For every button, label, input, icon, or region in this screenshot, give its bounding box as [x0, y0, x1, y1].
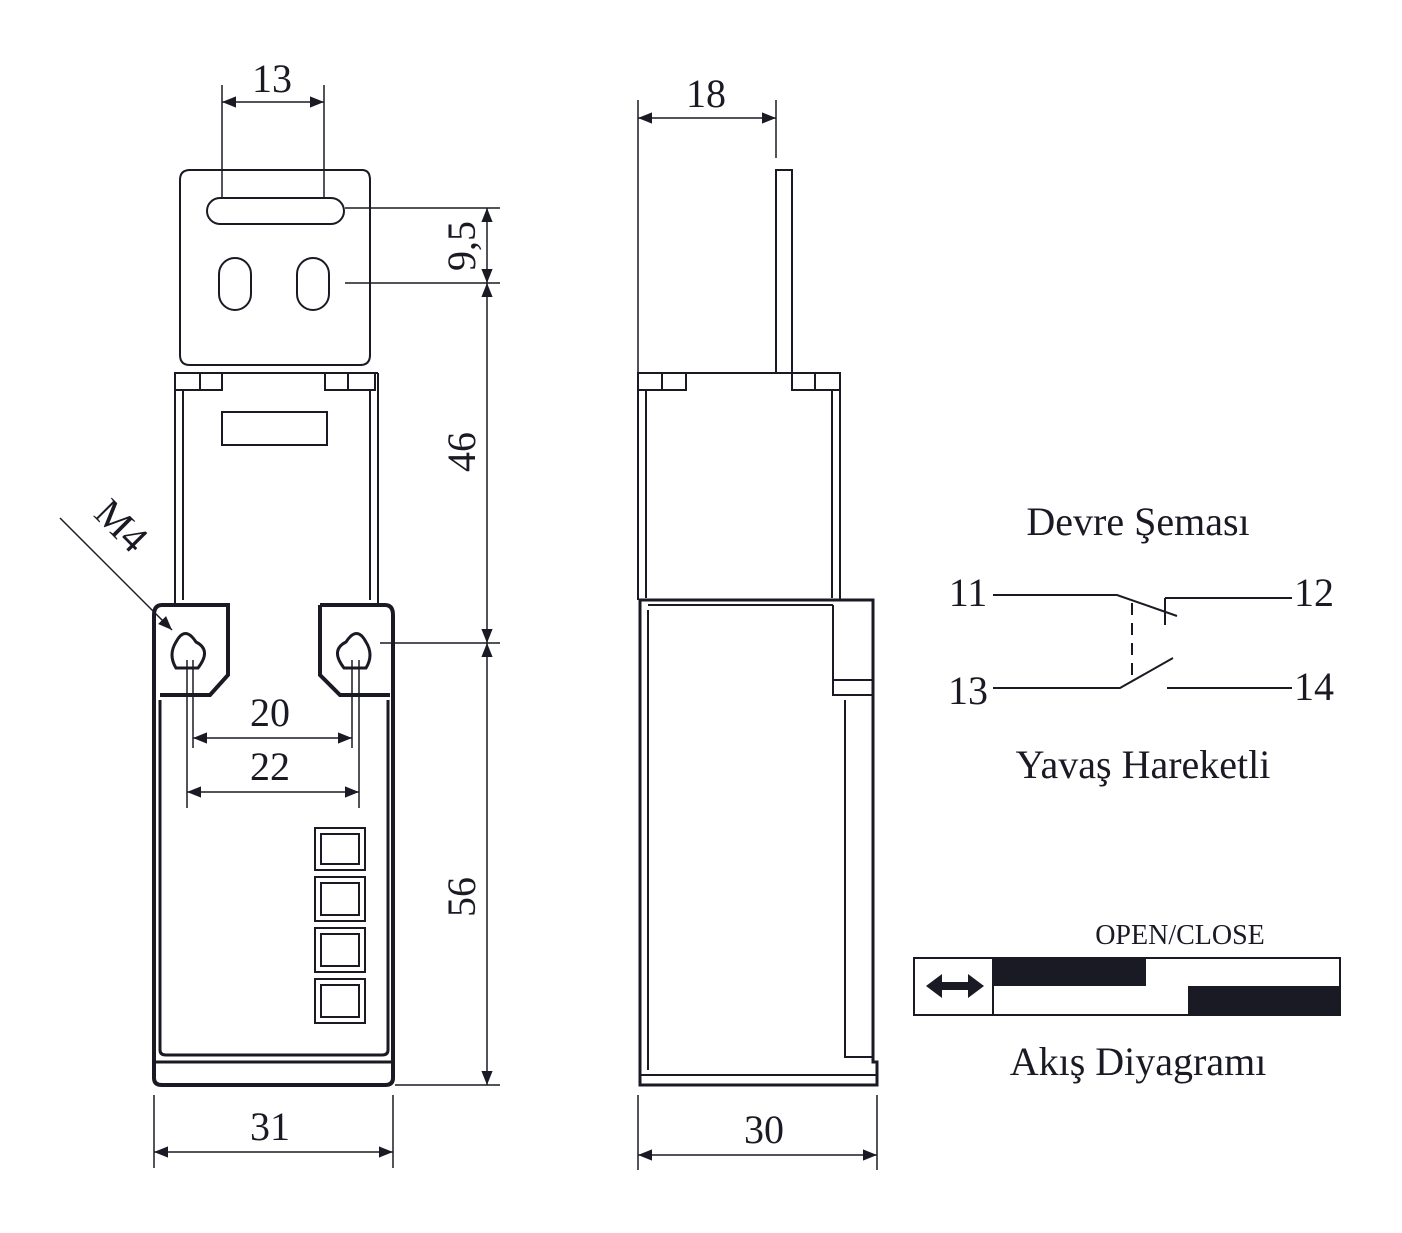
flow-title: Akış Diyagramı: [1010, 1039, 1267, 1084]
dim-m4: M4: [86, 490, 157, 561]
flow-diagram: OPEN/CLOSE Akış Diyagramı: [913, 920, 1341, 1084]
dim-56: 56: [439, 877, 484, 917]
lower-body: [152, 603, 395, 1087]
mounting-hole-left: [170, 632, 206, 670]
dim-46: 46: [439, 432, 484, 472]
circuit-diagram: Devre Şeması 11 12 13 14 Yavaş Hareketli: [948, 499, 1334, 787]
emas-logo: [314, 827, 366, 1024]
flow-row-1-closed: [993, 958, 1146, 986]
flow-row-2-closed: [1188, 986, 1340, 1015]
flow-header: OPEN/CLOSE: [1095, 920, 1265, 951]
upper-housing: [174, 372, 379, 605]
double-arrow-icon: [926, 974, 984, 998]
dim-13: 13: [252, 56, 292, 101]
terminal-12: 12: [1294, 570, 1334, 615]
side-dimension-lines: [637, 100, 878, 1170]
circuit-subtitle: Yavaş Hareketli: [1016, 742, 1271, 787]
dim-18: 18: [686, 71, 726, 116]
dim-9-5: 9,5: [439, 221, 484, 271]
dim-30: 30: [744, 1107, 784, 1152]
terminal-13: 13: [948, 668, 988, 713]
circuit-title: Devre Şeması: [1026, 499, 1249, 544]
actuator-plate: [179, 169, 371, 366]
dim-22: 22: [250, 744, 290, 789]
terminal-14: 14: [1294, 664, 1334, 709]
front-view: 13 9,5 46 56 20 22 31 M4: [59, 56, 500, 1168]
dimension-lines: [59, 85, 500, 1168]
terminal-11: 11: [949, 570, 988, 615]
dim-20: 20: [250, 690, 290, 735]
dim-31: 31: [250, 1104, 290, 1149]
mounting-hole-right: [336, 632, 372, 670]
side-outline: [637, 169, 879, 1087]
side-view: 18 30: [637, 71, 879, 1170]
